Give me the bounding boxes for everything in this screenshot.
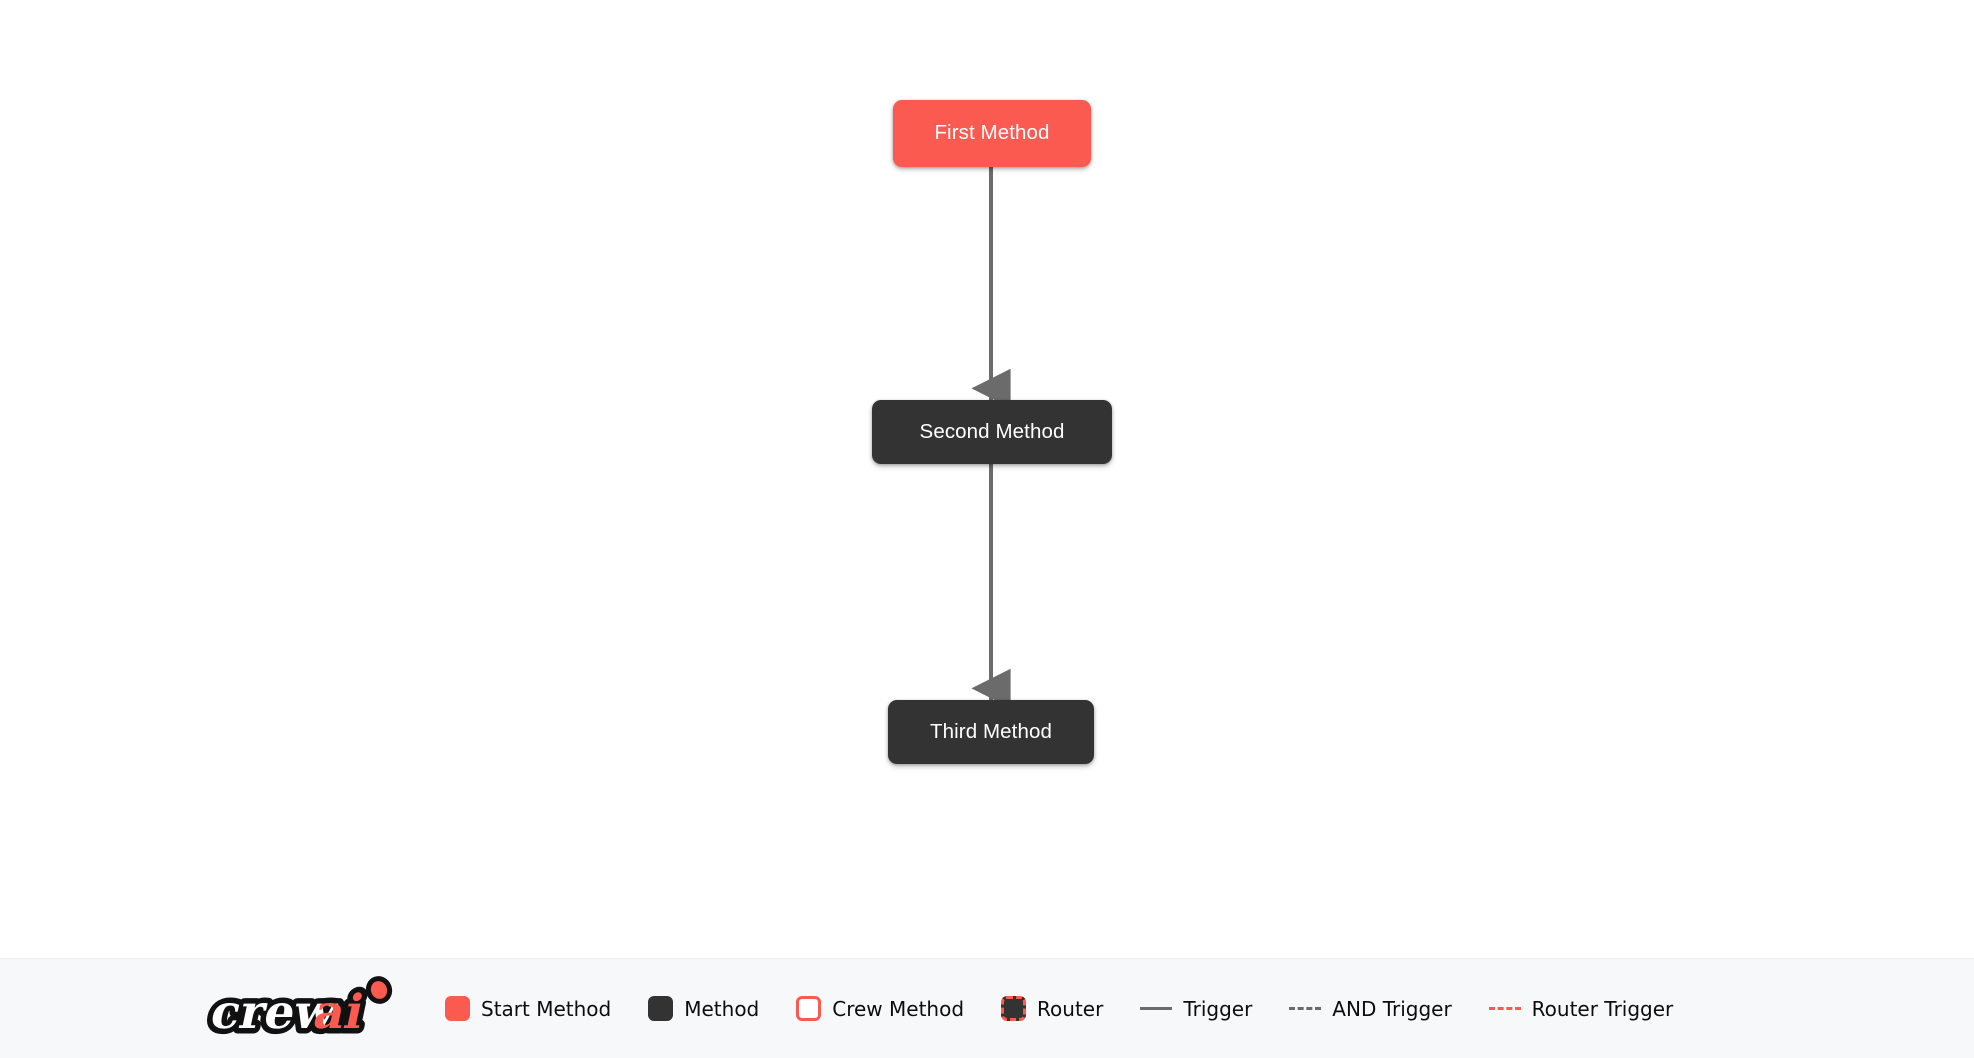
legend-item-crew-method: Crew Method: [796, 996, 964, 1021]
legend-label-start-method: Start Method: [481, 996, 612, 1021]
legend-item-and-trigger: AND Trigger: [1289, 996, 1452, 1021]
legend-label-and-trigger: AND Trigger: [1332, 996, 1452, 1021]
legend-label-router: Router: [1037, 996, 1104, 1021]
svg-text:crew: crew: [206, 984, 343, 1039]
and-trigger-line-icon: [1289, 1007, 1322, 1010]
legend-item-method: Method: [648, 996, 759, 1021]
crewai-logo: crew ai crew ai: [200, 975, 393, 1044]
start-method-swatch-icon: [445, 996, 470, 1021]
legend-label-method: Method: [684, 996, 760, 1021]
flow-node-third-method[interactable]: Third Method: [888, 700, 1094, 764]
router-swatch-icon: [1001, 996, 1027, 1021]
flow-node-second-method[interactable]: Second Method: [872, 400, 1112, 464]
legend-item-start-method: Start Method: [445, 996, 611, 1021]
legend-item-router-trigger: Router Trigger: [1488, 996, 1674, 1021]
trigger-line-icon: [1140, 1007, 1173, 1010]
method-swatch-icon: [648, 996, 674, 1021]
svg-text:ai: ai: [309, 984, 369, 1039]
legend-bar: crew ai crew ai Start Method Method Crew…: [0, 958, 1974, 1058]
flow-canvas[interactable]: First Method Second Method Third Method: [0, 0, 1974, 958]
flow-node-first-method[interactable]: First Method: [893, 100, 1091, 167]
legend-item-router: Router: [1001, 996, 1103, 1021]
legend-label-router-trigger: Router Trigger: [1531, 996, 1674, 1021]
svg-text:crew: crew: [206, 984, 343, 1039]
legend-label-crew-method: Crew Method: [832, 996, 965, 1021]
crew-method-swatch-icon: [796, 996, 822, 1021]
legend-label-trigger: Trigger: [1183, 996, 1253, 1021]
router-trigger-line-icon: [1488, 1007, 1521, 1010]
legend-item-trigger: Trigger: [1140, 999, 1252, 1019]
